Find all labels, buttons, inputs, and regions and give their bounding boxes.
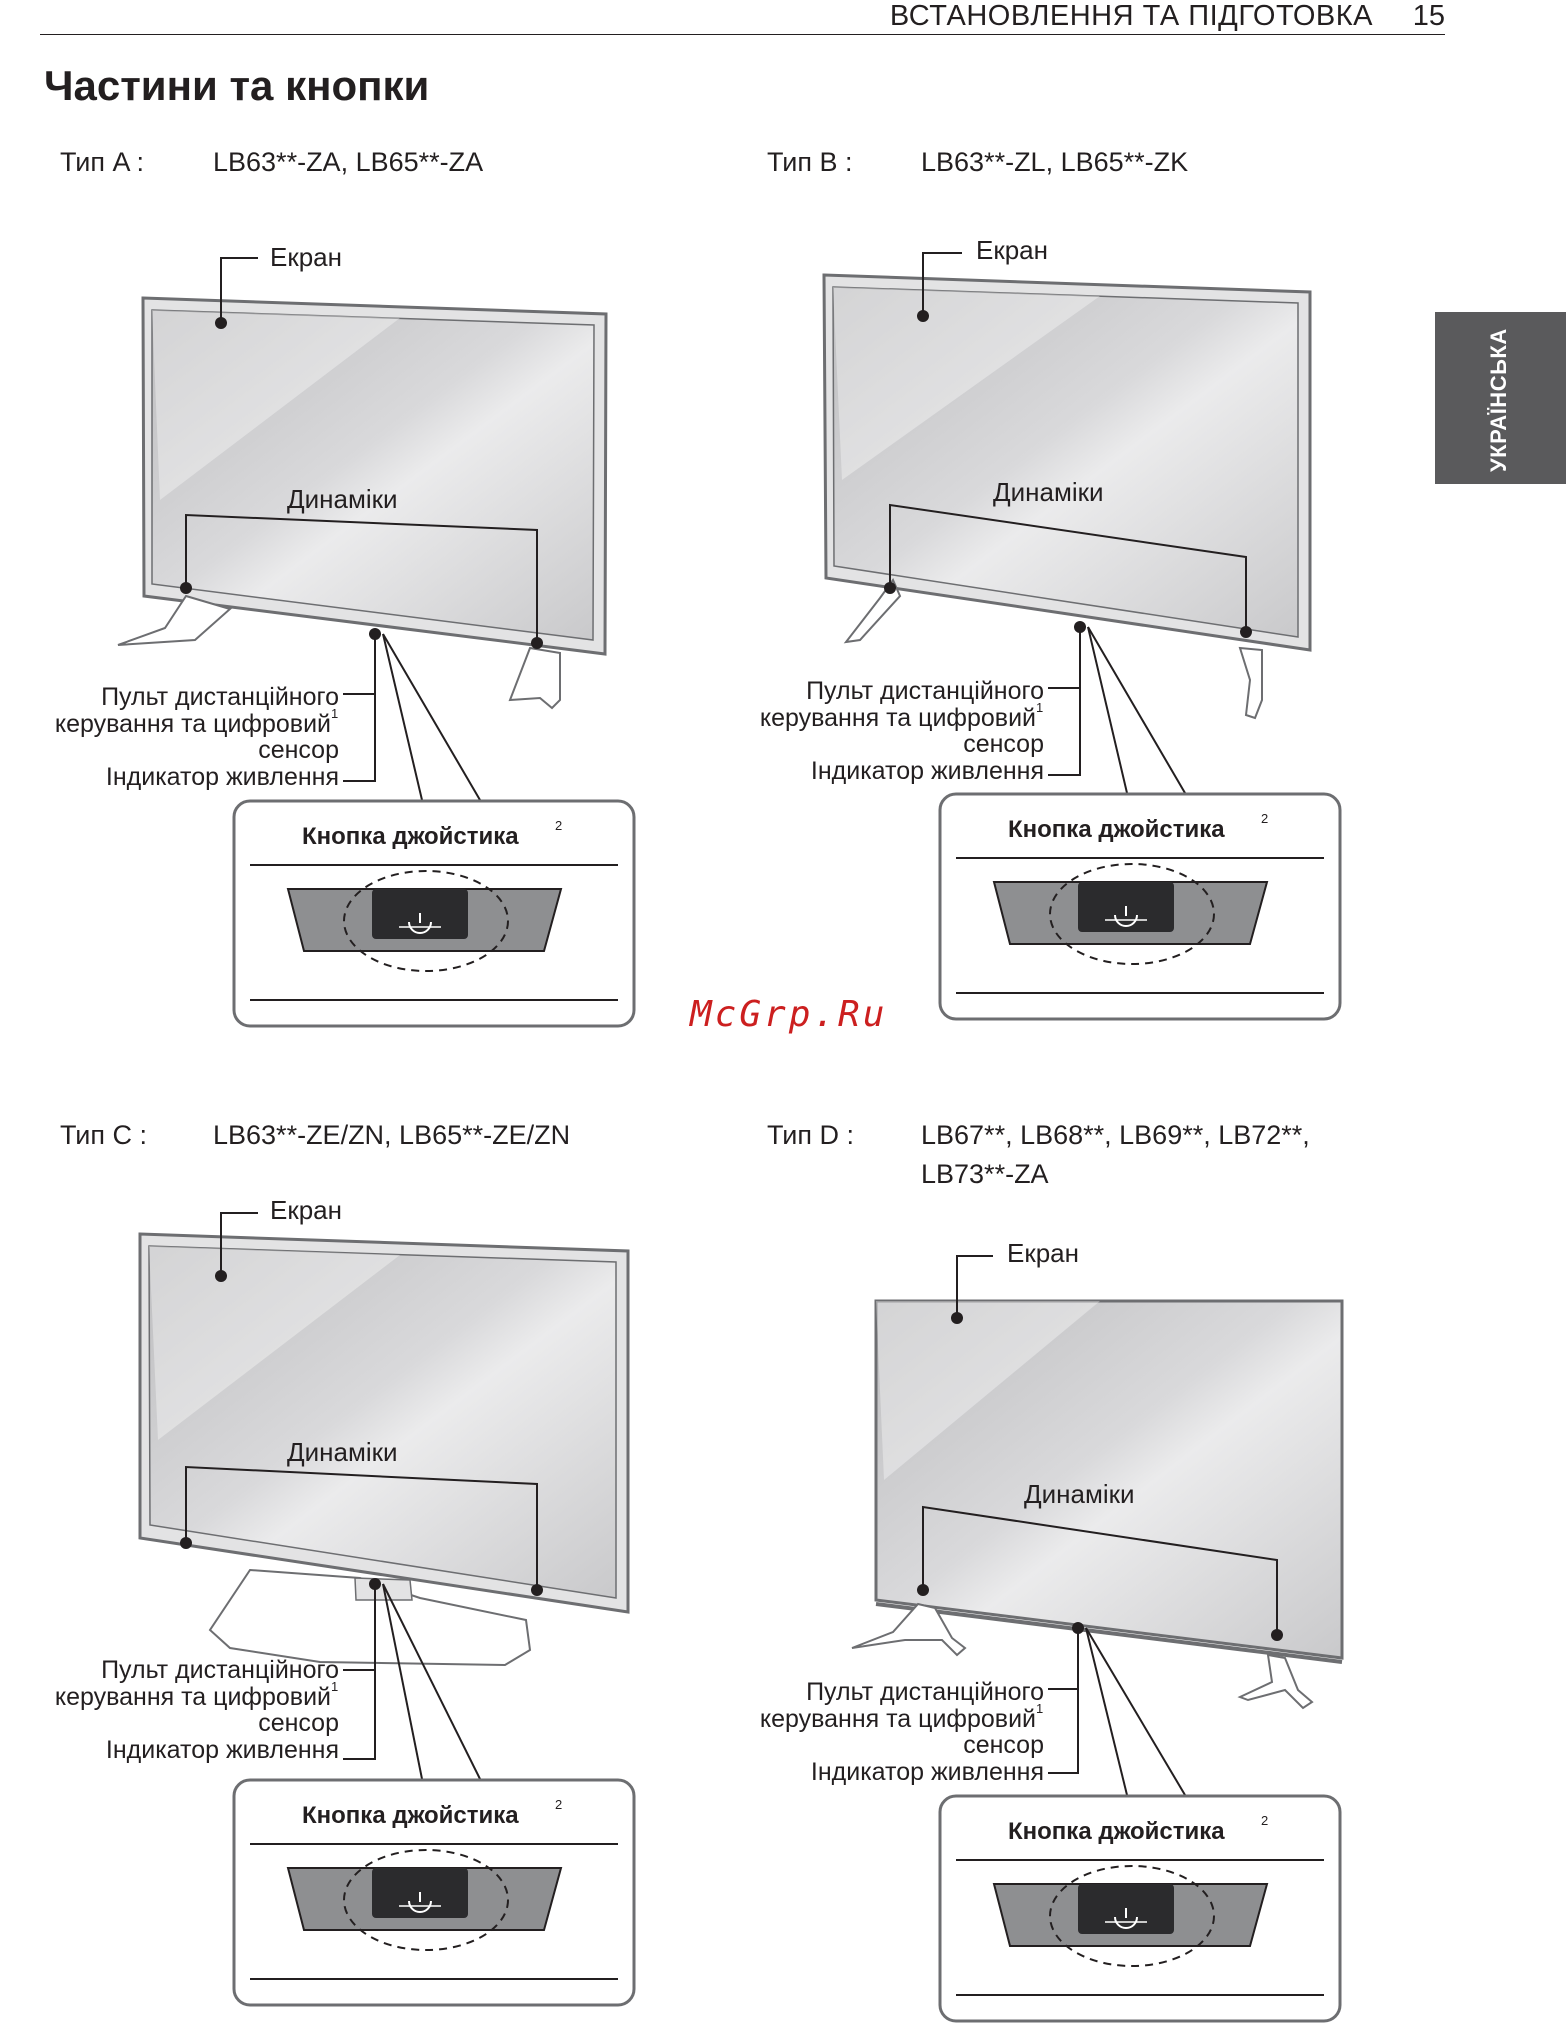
type-d-models-line2: LB73**-ZA — [921, 1159, 1049, 1189]
type-b-models: LB63**-ZL, LB65**-ZK — [921, 147, 1189, 177]
screen-label-c: Екран — [270, 1195, 342, 1225]
page-number: 15 — [1412, 0, 1445, 32]
footnote-2-d: 2 — [1261, 1813, 1268, 1828]
type-c-label: Тип C : — [60, 1120, 148, 1150]
screen-label-a: Екран — [270, 242, 342, 272]
speakers-label-c: Динаміки — [287, 1437, 398, 1467]
speakers-label-a: Динаміки — [287, 484, 398, 514]
joystick-label-d: Кнопка джойстика — [1008, 1818, 1225, 1845]
screen-label-b: Екран — [976, 235, 1048, 265]
remote-label-a-line3: сенсор — [258, 736, 339, 764]
screen-label-d: Екран — [1007, 1238, 1079, 1268]
tv-type-b — [822, 252, 1312, 794]
running-header: ВСТАНОВЛЕННЯ ТА ПІДГОТОВКА — [889, 0, 1373, 32]
footnote-2-c: 2 — [555, 1797, 562, 1812]
remote-label-a-line1: Пульт дистанційного — [101, 683, 339, 711]
watermark: McGrp.Ru — [690, 994, 888, 1035]
speakers-label-b: Динаміки — [993, 477, 1104, 507]
footnote-1-a: 1 — [331, 706, 338, 721]
remote-label-c-line2: керування та цифровий — [55, 1683, 331, 1711]
type-a-label: Тип A : — [60, 147, 145, 177]
footnote-1-c: 1 — [331, 1679, 338, 1694]
remote-label-d-line3: сенсор — [963, 1731, 1044, 1759]
type-d-label: Тип D : — [767, 1120, 855, 1150]
power-indicator-label-b: Індикатор живлення — [811, 757, 1044, 785]
header-rule — [40, 34, 1445, 35]
type-c-models: LB63**-ZE/ZN, LB65**-ZE/ZN — [213, 1120, 571, 1150]
remote-label-b-line1: Пульт дистанційного — [806, 677, 1044, 705]
speakers-label-d: Динаміки — [1024, 1479, 1135, 1509]
remote-label-d-line1: Пульт дистанційного — [806, 1678, 1044, 1706]
tv-type-d — [851, 1255, 1344, 1796]
footnote-2-a: 2 — [555, 818, 562, 833]
type-a-models: LB63**-ZA, LB65**-ZA — [213, 147, 484, 177]
type-b-label: Тип B : — [767, 147, 853, 177]
remote-label-b-line3: сенсор — [963, 730, 1044, 758]
remote-label-a-line2: керування та цифровий — [55, 710, 331, 738]
footnote-1-d: 1 — [1036, 1701, 1043, 1716]
remote-label-c-line3: сенсор — [258, 1709, 339, 1737]
joystick-label-b: Кнопка джойстика — [1008, 816, 1225, 843]
tv-type-c — [138, 1212, 630, 1780]
power-indicator-label-a: Індикатор живлення — [106, 763, 339, 791]
remote-label-c-line1: Пульт дистанційного — [101, 1656, 339, 1684]
footnote-2-b: 2 — [1261, 811, 1268, 826]
joystick-label-c: Кнопка джойстика — [302, 1802, 519, 1829]
language-tab: УКРАЇНСЬКА — [1435, 312, 1566, 484]
tv-type-a — [117, 257, 608, 801]
power-indicator-label-c: Індикатор живлення — [106, 1736, 339, 1764]
type-d-models: LB67**, LB68**, LB69**, LB72**, — [921, 1120, 1310, 1150]
footnote-1-b: 1 — [1036, 700, 1043, 715]
joystick-label-a: Кнопка джойстика — [302, 823, 519, 850]
remote-label-b-line2: керування та цифровий — [760, 704, 1036, 732]
power-indicator-label-d: Індикатор живлення — [811, 1758, 1044, 1786]
page-title: Частини та кнопки — [44, 62, 430, 109]
remote-label-d-line2: керування та цифровий — [760, 1705, 1036, 1733]
